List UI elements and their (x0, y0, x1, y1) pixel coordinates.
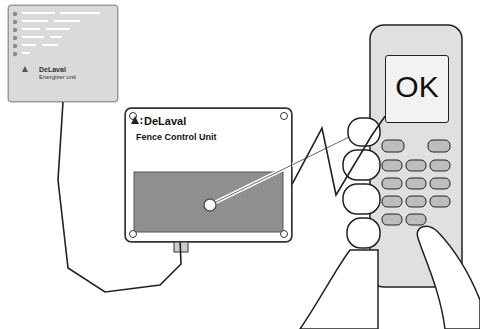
screws (130, 113, 288, 238)
logo-mark (22, 66, 28, 72)
fingers (343, 118, 380, 248)
phone-screen: OK (385, 55, 449, 123)
energizer-body (8, 5, 118, 102)
indicator-dots (13, 12, 17, 56)
energizer-unit: DeLavalEnergizer unit (8, 5, 118, 102)
fence-control-unit: DeLavalFence Control Unit (125, 108, 292, 242)
logo-mark (141, 118, 143, 120)
brand-text: DeLaval (39, 66, 111, 74)
brand-text: DeLaval (144, 115, 285, 128)
node-label: Energizer unit (39, 74, 111, 81)
logo-mark (141, 122, 143, 124)
panel-marks (22, 13, 100, 53)
palm (300, 250, 378, 329)
wireless-link (292, 116, 385, 195)
logo-mark (131, 116, 139, 124)
cable (58, 102, 181, 292)
led (204, 199, 216, 211)
thumb (417, 226, 480, 329)
node-label: OK (390, 70, 444, 105)
node-label: Fence Control Unit (136, 132, 277, 142)
keypad (382, 140, 450, 225)
